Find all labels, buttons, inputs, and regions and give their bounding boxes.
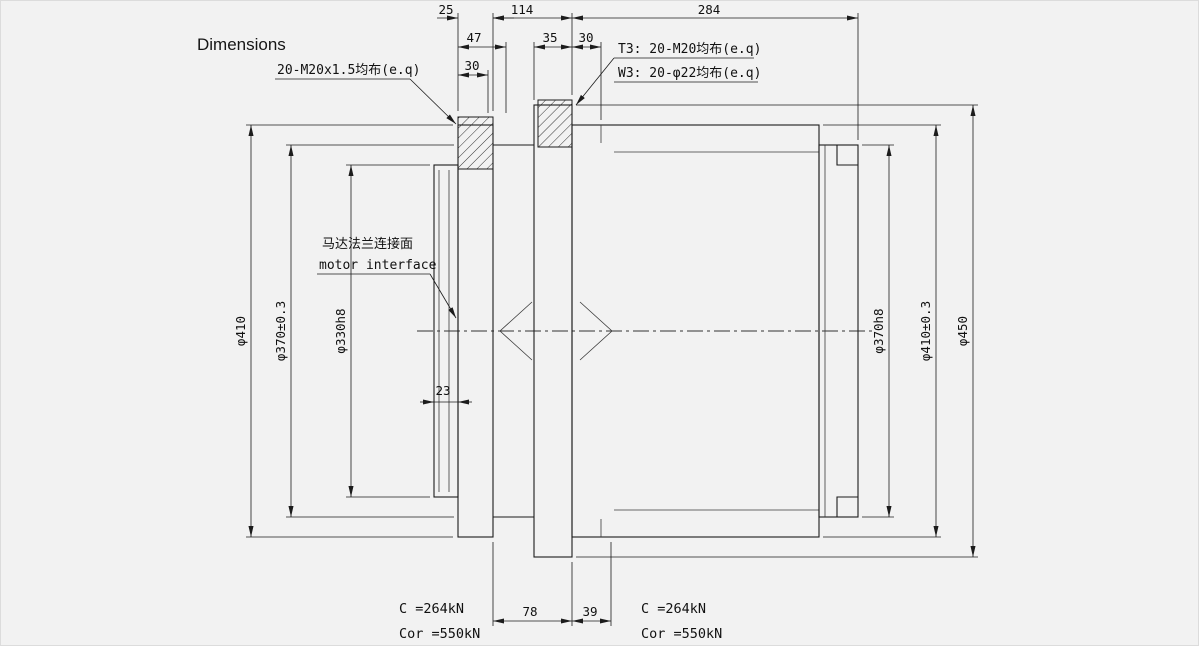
t3-label: T3: 20-M20均布(e.q) [618,42,761,57]
dim-phi410-left: φ410 [233,316,248,346]
dim-phi410-right: φ410±0.3 [918,301,933,361]
extension-lines [246,13,978,626]
dim-78: 78 [522,604,537,619]
load-ratings-left: C =264kN Cor =550kN [399,601,480,642]
dim-23: 23 [435,383,450,398]
load-cor-left: Cor =550kN [399,626,480,642]
dimension-lines [248,15,976,624]
load-ratings-right: C =264kN Cor =550kN [641,601,722,642]
w3-label: W3: 20-φ22均布(e.q) [618,66,761,81]
dim-phi330-left: φ330h8 [333,308,348,353]
dim-39: 39 [582,604,597,619]
leader-motor-interface: 马达法兰连接面 motor interface [317,236,457,319]
leader-t3-w3: T3: 20-M20均布(e.q) W3: 20-φ22均布(e.q) [575,42,761,106]
dim-25: 25 [438,2,453,17]
dim-114: 114 [511,2,534,17]
dim-35: 35 [542,30,557,45]
bolt-pattern-left-label: 20-M20x1.5均布(e.q) [277,63,420,78]
dim-284: 284 [698,2,721,17]
dim-phi370h8-right: φ370h8 [871,308,886,353]
dim-30-right: 30 [578,30,593,45]
dim-47: 47 [466,30,481,45]
dim-30-left: 30 [464,58,479,73]
dimension-texts: 25 114 284 47 35 30 30 φ410 φ370±0.3 φ33… [233,2,970,619]
load-c-left: C =264kN [399,601,464,617]
load-cor-right: Cor =550kN [641,626,722,642]
load-c-right: C =264kN [641,601,706,617]
dim-phi450-right: φ450 [955,316,970,346]
section-hatching [457,99,573,170]
dim-phi370-left: φ370±0.3 [273,301,288,361]
leader-bolt-pattern-left: 20-M20x1.5均布(e.q) [275,63,457,125]
motor-interface-label-en: motor interface [319,258,437,273]
page-title: Dimensions [197,35,286,54]
motor-interface-label-cn: 马达法兰连接面 [322,236,413,252]
